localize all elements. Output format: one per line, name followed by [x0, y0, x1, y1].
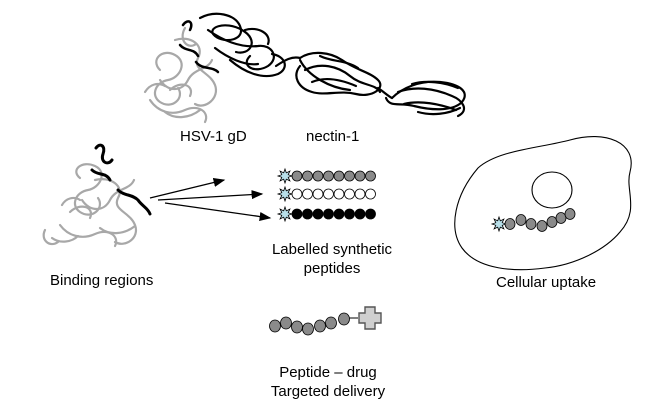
nucleus — [531, 171, 573, 209]
drug-molecule-icon — [358, 306, 382, 330]
peptide-bead — [564, 208, 576, 220]
peptide-bead — [354, 170, 366, 182]
peptide-bead — [314, 319, 326, 333]
label-drug-line2: Targeted delivery — [270, 383, 386, 400]
fluorescent-label-icon — [490, 215, 508, 233]
peptide-bead — [344, 208, 355, 220]
peptide-bead — [291, 188, 303, 200]
peptide-row-white — [276, 185, 376, 203]
peptide-bead — [536, 220, 548, 232]
peptide-bead — [333, 170, 345, 182]
peptide-bead — [525, 218, 537, 230]
arrow-to-row-1 — [149, 178, 226, 199]
label-drug-line1: Peptide – drug — [279, 364, 377, 381]
peptide-bead — [323, 188, 334, 200]
peptide-bead — [302, 208, 313, 220]
peptide-bead — [333, 188, 345, 200]
peptide-bead — [365, 208, 376, 220]
cell — [454, 136, 632, 271]
peptide-bead — [269, 319, 281, 333]
arrow-to-row-3 — [164, 202, 272, 222]
peptide-bead — [344, 188, 355, 200]
peptide-bead — [302, 170, 313, 182]
peptide-bead — [280, 316, 292, 330]
peptide-bead — [365, 170, 376, 182]
peptide-bead — [365, 188, 376, 200]
peptide-bead — [354, 188, 366, 200]
peptide-bead — [291, 320, 303, 334]
label-cellular-uptake: Cellular uptake — [496, 274, 597, 291]
peptide-bead — [333, 208, 345, 220]
internalized-peptide — [490, 208, 576, 233]
peptide-bead — [323, 170, 334, 182]
fluorescent-label-icon — [276, 185, 294, 203]
peptide-bead — [312, 208, 324, 220]
peptide-bead — [555, 212, 567, 224]
arrows — [149, 178, 272, 222]
arrow-to-row-2 — [157, 190, 264, 201]
peptide-bead — [291, 170, 303, 182]
peptide-bead — [354, 208, 366, 220]
label-synthetic-line1: Labelled synthetic — [271, 241, 393, 258]
label-synthetic-peptides: Labelled synthetic peptides — [262, 240, 402, 278]
peptide-bead — [546, 216, 558, 228]
peptide-bead — [338, 312, 350, 326]
fluorescent-label-icon — [276, 205, 294, 223]
peptide-row-gray — [276, 167, 376, 185]
peptide-bead — [291, 208, 303, 220]
peptide-bead — [325, 316, 337, 330]
peptide-bead — [504, 218, 516, 230]
peptide-bead — [312, 188, 324, 200]
fluorescent-label-icon — [276, 167, 294, 185]
peptide-bead — [323, 208, 334, 220]
label-nectin-1: nectin-1 — [306, 128, 360, 145]
label-synthetic-line2: peptides — [303, 260, 361, 277]
peptide-row-black — [276, 205, 376, 223]
peptide-bead — [302, 188, 313, 200]
peptide-bead — [515, 214, 527, 226]
hsv-gd-structure — [143, 20, 220, 124]
synthetic-peptides — [276, 167, 376, 223]
label-binding-regions: Binding regions — [50, 272, 154, 289]
label-hsv-gd: HSV-1 gD — [180, 128, 247, 145]
peptide-drug-conjugate — [269, 306, 382, 336]
label-peptide-drug: Peptide – drug Targeted delivery — [258, 363, 398, 401]
peptide-bead — [302, 322, 314, 336]
nectin-1-structure — [198, 12, 466, 118]
binding-region-structure — [42, 143, 152, 248]
peptide-bead — [312, 170, 324, 182]
cell-membrane — [454, 136, 632, 271]
peptide-bead — [344, 170, 355, 182]
